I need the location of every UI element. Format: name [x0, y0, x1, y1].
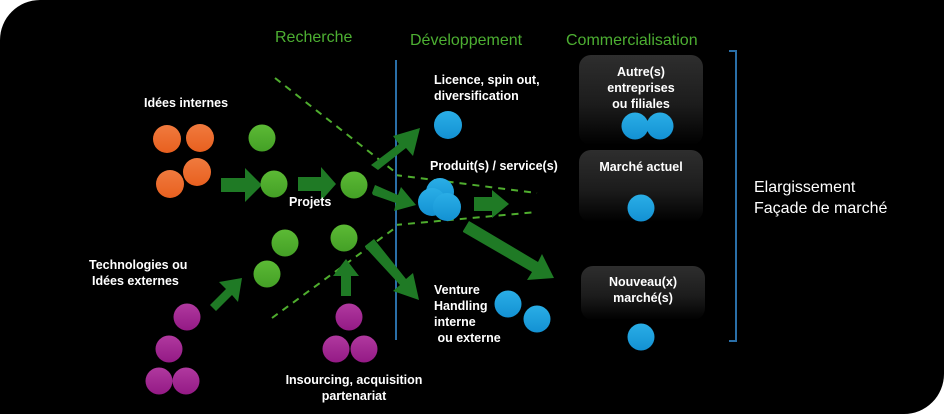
- external-idea-dot: [172, 367, 200, 395]
- market-box-current: Marché actuel: [579, 150, 703, 222]
- phase-research: Recherche: [275, 29, 353, 46]
- funnel-line-top-right: [394, 174, 538, 194]
- summary-line2: Façade de marché: [754, 200, 888, 217]
- internal-idea-dot: [156, 170, 184, 198]
- market-current-dot: [627, 194, 655, 222]
- label-venture-line2: Handling: [434, 299, 488, 313]
- project-dot: [340, 171, 368, 199]
- summary-line1: Elargissement: [754, 179, 856, 196]
- external-ideas-cluster: [145, 303, 378, 395]
- project-dot: [260, 170, 288, 198]
- market-other-line1: Autre(s): [617, 65, 665, 79]
- project-dot: [330, 224, 358, 252]
- internal-idea-dot: [186, 124, 214, 152]
- label-licence: Licence, spin out, diversification: [434, 72, 540, 104]
- project-dot: [271, 229, 299, 257]
- label-external-ideas: Technologies ou Idées externes: [89, 257, 187, 289]
- market-new-dot: [627, 323, 655, 351]
- project-dot: [253, 260, 281, 288]
- arrow-insourcing-to-project: [333, 259, 359, 296]
- outcomes-cluster: [418, 111, 551, 333]
- arrow-to-products: [372, 185, 416, 211]
- label-external-ideas-line1: Technologies ou: [89, 258, 188, 272]
- market-other-line2: entreprises: [607, 81, 675, 95]
- arrow-products-forward: [474, 190, 509, 218]
- licence-dot: [434, 111, 462, 139]
- internal-ideas-cluster: [153, 124, 214, 198]
- external-idea-dot: [155, 335, 183, 363]
- external-idea-dot: [335, 303, 363, 331]
- venture-dot: [494, 290, 522, 318]
- market-other-dot: [621, 112, 649, 140]
- arrow-external-to-project: [210, 278, 242, 311]
- project-dot: [248, 124, 276, 152]
- phase-development: Développement: [410, 32, 523, 49]
- label-licence-line2: diversification: [434, 89, 519, 103]
- arrow-ideas-to-project: [221, 168, 262, 202]
- label-insourcing-line1: Insourcing, acquisition: [285, 373, 423, 387]
- market-new-line1: Nouveau(x): [608, 275, 678, 289]
- funnel-line-bottom-right: [394, 211, 538, 226]
- arrow-project-to-project: [298, 167, 336, 201]
- market-current-label: Marché actuel: [599, 160, 683, 174]
- label-internal-ideas: Idées internes: [144, 96, 229, 110]
- product-dot: [433, 193, 461, 221]
- arrow-to-licence: [371, 128, 420, 170]
- external-idea-dot: [145, 367, 173, 395]
- phase-commercialisation: Commercialisation: [566, 32, 698, 49]
- external-idea-dot: [173, 303, 201, 331]
- label-venture-line4: ou externe: [434, 331, 501, 345]
- market-other-dot: [646, 112, 674, 140]
- label-insourcing: Insourcing, acquisition partenariat: [284, 372, 424, 404]
- market-bracket: [729, 50, 737, 342]
- external-idea-dot: [322, 335, 350, 363]
- label-venture-line3: interne: [434, 315, 476, 329]
- arrow-to-new-markets: [463, 221, 554, 280]
- label-venture-line1: Venture: [434, 283, 480, 297]
- market-new-line2: marché(s): [613, 291, 673, 305]
- label-external-ideas-line2: Idées externes: [92, 274, 179, 288]
- internal-idea-dot: [153, 125, 181, 153]
- external-idea-dot: [350, 335, 378, 363]
- label-venture: Venture Handling interne ou externe: [434, 282, 501, 346]
- arrow-to-venture: [365, 239, 419, 300]
- venture-dot: [523, 305, 551, 333]
- arrows: [210, 128, 554, 311]
- market-other-line3: ou filiales: [612, 97, 670, 111]
- projects-cluster: [248, 124, 368, 288]
- summary-text: Elargissement Façade de marché: [754, 177, 887, 219]
- label-projects: Projets: [289, 195, 332, 209]
- market-box-other-companies: Autre(s) entreprises ou filiales: [579, 55, 703, 145]
- market-box-new: Nouveau(x) marché(s): [581, 266, 705, 320]
- label-products: Produit(s) / service(s): [430, 159, 558, 173]
- label-licence-line1: Licence, spin out,: [434, 73, 540, 87]
- label-insourcing-line2: partenariat: [321, 389, 387, 403]
- internal-idea-dot: [183, 158, 211, 186]
